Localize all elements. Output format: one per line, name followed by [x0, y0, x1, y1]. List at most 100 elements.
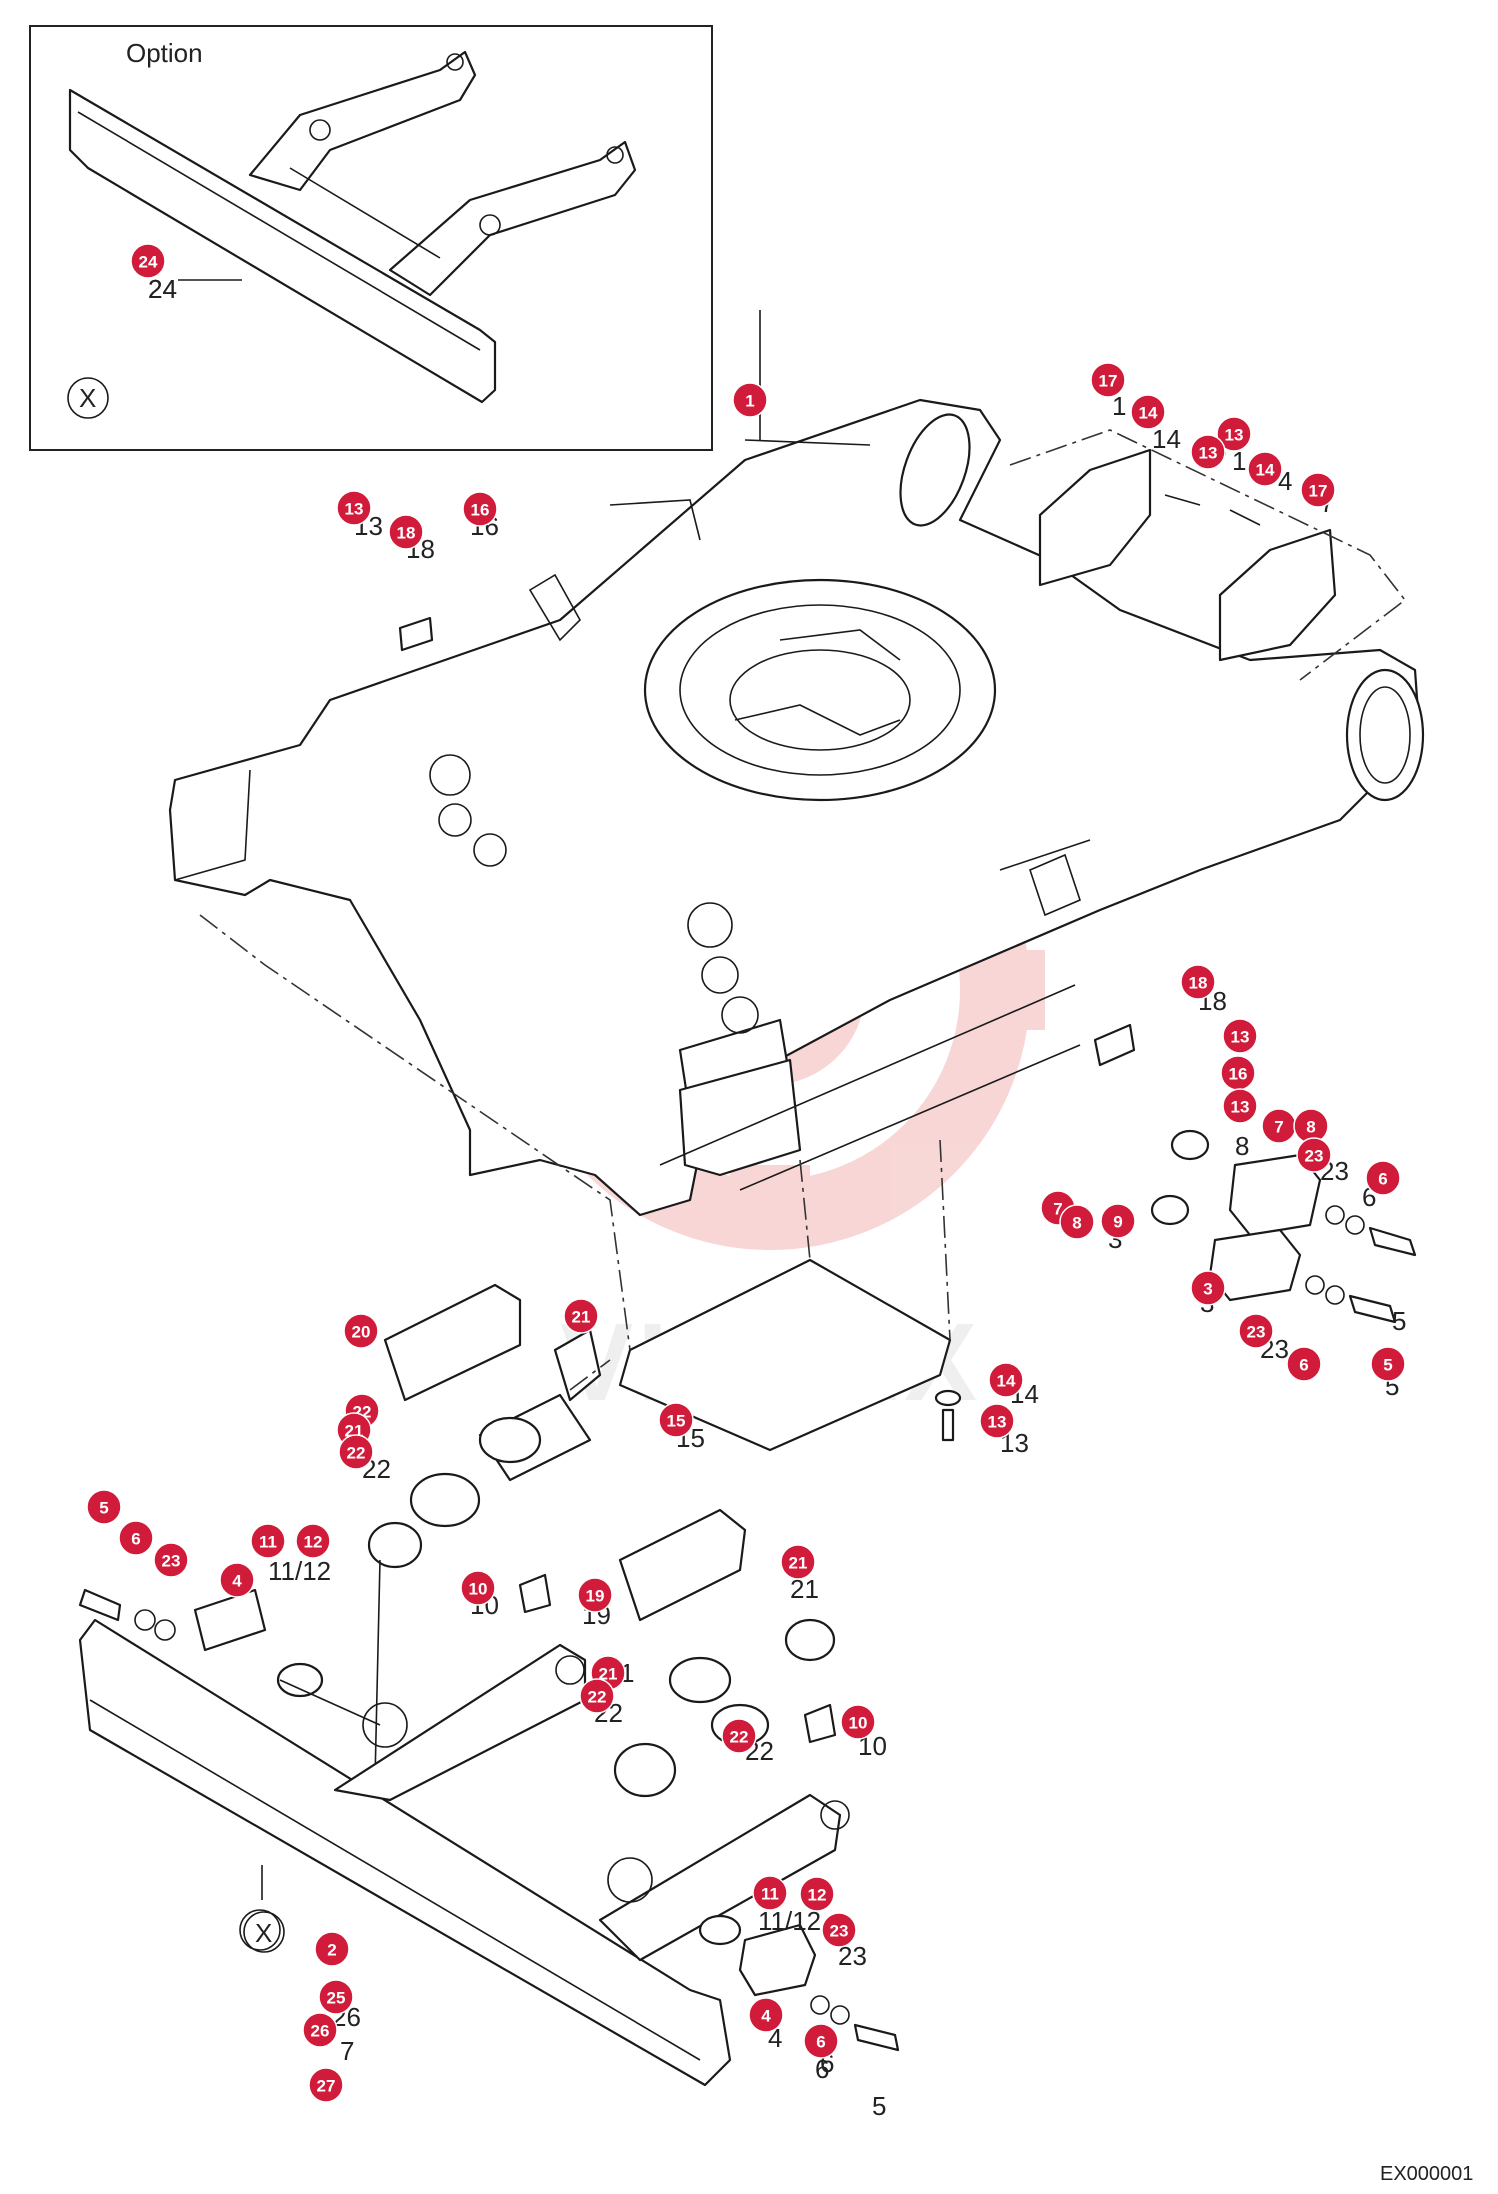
callout-badge-number: 7	[1053, 1200, 1062, 1219]
callout-badge-13[interactable]: 13	[1222, 1018, 1258, 1054]
callout-badge-13[interactable]: 13	[336, 490, 372, 526]
callout-badge-number: 21	[572, 1308, 591, 1327]
callout-badge-circle	[1130, 394, 1166, 430]
callout-badge-6[interactable]: 6	[118, 1520, 154, 1556]
callout-badge-7[interactable]: 7	[1261, 1108, 1297, 1144]
callout-badge-20[interactable]: 20	[343, 1313, 379, 1349]
callout-badge-17[interactable]: 17	[1300, 472, 1336, 508]
callout-badge-15[interactable]: 15	[658, 1402, 694, 1438]
callout-badge-circle	[462, 491, 498, 527]
callout-badge-11[interactable]: 11	[752, 1875, 788, 1911]
callout-badge-2[interactable]: 2	[314, 1931, 350, 1967]
callout-badge-number: 12	[304, 1533, 323, 1552]
callout-badge-25[interactable]: 25	[318, 1979, 354, 2015]
callout-badge-5[interactable]: 5	[86, 1489, 122, 1525]
callout-badge-number: 11	[761, 1885, 779, 1904]
callout-badge-14[interactable]: 14	[1247, 451, 1283, 487]
callout-badge-18[interactable]: 18	[1180, 964, 1216, 1000]
callout-badge-circle	[579, 1678, 615, 1714]
callout-badge-13[interactable]: 13	[979, 1403, 1015, 1439]
callout-badge-23[interactable]: 23	[1296, 1137, 1332, 1173]
callout-badge-number: 4	[232, 1572, 242, 1591]
callout-badge-11[interactable]: 11	[250, 1523, 286, 1559]
callout-badge-number: 24	[139, 253, 158, 272]
printed-label-16: 5	[1392, 1306, 1406, 1336]
dozer-blade-assembly	[78, 1508, 900, 2087]
callout-badge-circle	[1190, 1270, 1226, 1306]
callout-badge-21[interactable]: 21	[780, 1544, 816, 1580]
callout-badge-circle	[302, 2012, 338, 2048]
callout-badge-6[interactable]: 6	[1365, 1160, 1401, 1196]
callout-badge-17[interactable]: 17	[1090, 362, 1126, 398]
callout-badge-13[interactable]: 13	[1222, 1088, 1258, 1124]
callout-badge-9[interactable]: 9	[1100, 1203, 1136, 1239]
printed-label-34: 5	[872, 2091, 886, 2121]
printed-label-2: 14	[1152, 424, 1181, 454]
callout-badge-14[interactable]: 14	[988, 1362, 1024, 1398]
callout-badge-1[interactable]: 1	[732, 382, 768, 418]
callout-badge-number: 26	[311, 2022, 330, 2041]
callout-badge-19[interactable]: 19	[577, 1577, 613, 1613]
callout-badge-number: 22	[347, 1444, 366, 1463]
callout-badge-number: 13	[1231, 1028, 1250, 1047]
callout-badge-23[interactable]: 23	[1238, 1313, 1274, 1349]
cylinder-upper	[367, 1283, 611, 1781]
callout-badge-12[interactable]: 12	[799, 1876, 835, 1912]
callout-badge-circle	[1190, 434, 1226, 470]
callout-badge-number: 2	[327, 1941, 336, 1960]
printed-label-0: 24	[148, 274, 177, 304]
callout-badge-26[interactable]: 26	[302, 2012, 338, 2048]
callout-badge-number: 18	[397, 524, 416, 543]
callout-badge-circle	[1222, 1018, 1258, 1054]
callout-badge-8[interactable]: 8	[1059, 1204, 1095, 1240]
callout-badge-4[interactable]: 4	[219, 1562, 255, 1598]
callout-badge-number: 20	[352, 1323, 371, 1342]
callout-badge-16[interactable]: 16	[1220, 1055, 1256, 1091]
callout-badge-circle	[988, 1362, 1024, 1398]
callout-badge-circle	[1100, 1203, 1136, 1239]
callout-badge-22[interactable]: 22	[579, 1678, 615, 1714]
callout-badge-circle	[1296, 1137, 1332, 1173]
callout-badge-number: 13	[1231, 1098, 1250, 1117]
callout-badge-22[interactable]: 22	[338, 1434, 374, 1470]
callout-badge-number: 7	[1274, 1118, 1283, 1137]
callout-badge-21[interactable]: 21	[563, 1298, 599, 1334]
callout-badge-number: 16	[471, 501, 490, 520]
callout-badge-circle	[86, 1489, 122, 1525]
inset-section-marker: X	[79, 383, 96, 413]
printed-label-33: 6	[815, 2054, 829, 2084]
callout-badge-number: 17	[1099, 372, 1118, 391]
callout-badge-16[interactable]: 16	[462, 491, 498, 527]
callout-badge-13[interactable]: 13	[1216, 416, 1252, 452]
callout-badge-13[interactable]: 13	[1190, 434, 1226, 470]
callout-badge-27[interactable]: 27	[308, 2067, 344, 2103]
callout-badge-number: 4	[761, 2007, 771, 2026]
callout-badge-number: 19	[586, 1587, 605, 1606]
callout-badge-number: 23	[1247, 1323, 1266, 1342]
printed-label-4: 1	[1232, 446, 1246, 476]
callout-badge-6[interactable]: 6	[1286, 1346, 1322, 1382]
callout-badge-4[interactable]: 4	[748, 1997, 784, 2033]
callout-badge-23[interactable]: 23	[153, 1542, 189, 1578]
callout-badge-3[interactable]: 3	[1190, 1270, 1226, 1306]
callout-badge-18[interactable]: 18	[388, 514, 424, 550]
callout-badge-10[interactable]: 10	[840, 1704, 876, 1740]
callout-badge-24[interactable]: 24	[130, 243, 166, 279]
callout-badge-number: 3	[1203, 1280, 1212, 1299]
callout-badge-23[interactable]: 23	[821, 1912, 857, 1948]
callout-badge-6[interactable]: 6	[803, 2023, 839, 2059]
callout-badge-number: 27	[317, 2077, 336, 2096]
callout-badge-circle	[314, 1931, 350, 1967]
callout-badge-circle	[250, 1523, 286, 1559]
callout-badge-22[interactable]: 22	[721, 1718, 757, 1754]
callout-badge-number: 23	[1305, 1147, 1324, 1166]
callout-badge-number: 14	[1139, 404, 1158, 423]
callout-badge-12[interactable]: 12	[295, 1523, 331, 1559]
callout-badge-14[interactable]: 14	[1130, 394, 1166, 430]
callout-badge-number: 6	[1299, 1356, 1308, 1375]
callout-badge-10[interactable]: 10	[460, 1570, 496, 1606]
callout-badge-circle	[1300, 472, 1336, 508]
callout-badge-circle	[308, 2067, 344, 2103]
callout-badge-number: 6	[131, 1530, 140, 1549]
callout-badge-5[interactable]: 5	[1370, 1346, 1406, 1382]
